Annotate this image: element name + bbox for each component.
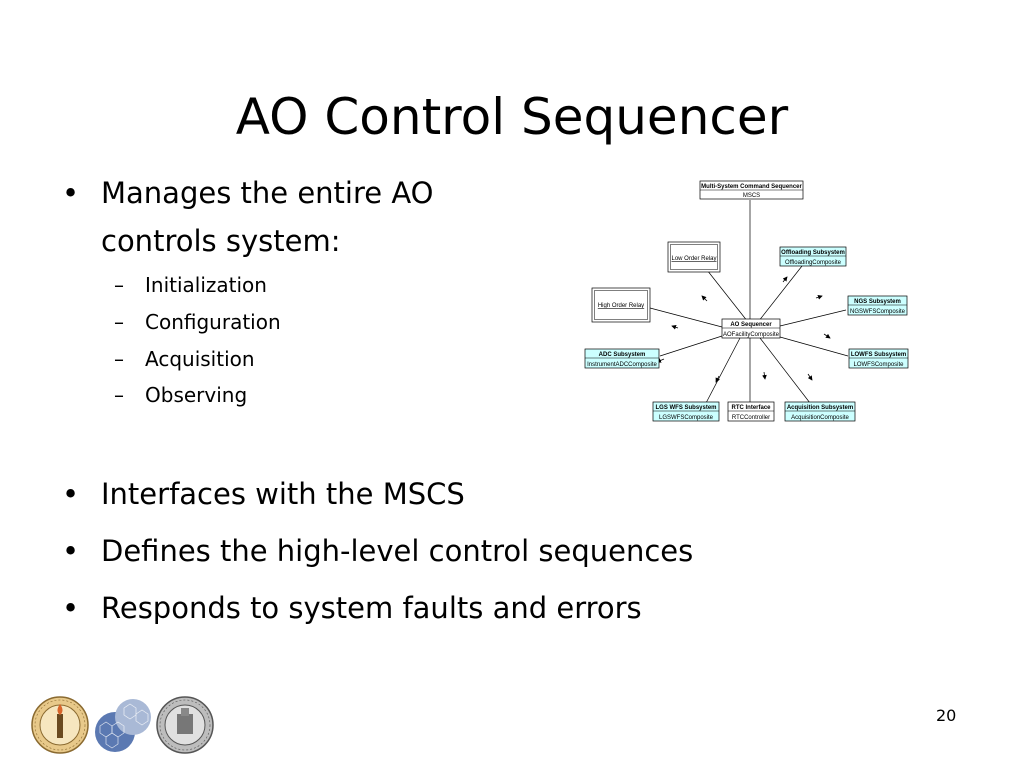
uc-seal-logo	[156, 696, 214, 754]
high-order-relay-box: High Order Relay	[591, 287, 651, 323]
caltech-seal-logo	[31, 696, 89, 754]
dash-glyph: –	[114, 310, 124, 334]
adc-box: ADC Subsystem InstrumentADCComposite	[584, 348, 660, 369]
ao-sequencer-box: AO Sequencer AOFacilityComposite	[721, 318, 781, 339]
rtc-subtitle: RTCController	[732, 415, 770, 421]
offloading-subtitle: OffloadingComposite	[785, 260, 842, 266]
connector-lowfs	[779, 336, 849, 357]
subbullet-text: Acquisition	[145, 347, 255, 371]
connector-low-order	[706, 269, 749, 323]
ngs-subtitle: NGSWFSComposite	[850, 309, 906, 315]
mscs-title: Multi-System Command Sequencer	[701, 184, 802, 190]
acquisition-box: Acquisition Subsystem AcquisitionComposi…	[784, 401, 856, 422]
arrow-icon	[701, 295, 708, 302]
subbullet-text: Observing	[145, 383, 248, 407]
connector-adc	[659, 335, 723, 357]
lgs-wfs-subtitle: LGSWFSComposite	[659, 415, 714, 421]
connector-ngs	[779, 309, 847, 327]
subbullet-text: Initialization	[145, 273, 267, 297]
footer-logos	[31, 696, 214, 754]
page-number: 20	[936, 706, 957, 725]
ao-sequencer-title: AO Sequencer	[730, 322, 772, 328]
subbullet-text: Configuration	[145, 310, 281, 334]
bullet-text: Responds to system faults and errors	[101, 591, 642, 625]
arrow-icon	[671, 324, 679, 330]
lowfs-title: LOWFS Subsystem	[851, 352, 906, 358]
bullet-text-line1: Manages the entire AO	[101, 176, 434, 210]
ao-sequencer-subtitle: AOFacilityComposite	[723, 332, 780, 338]
bullet-glyph: •	[62, 477, 80, 511]
arrow-icon	[807, 373, 813, 381]
arrow-icon	[815, 294, 823, 300]
high-order-relay-label: High Order Relay	[598, 303, 644, 309]
arrow-icon	[782, 276, 788, 283]
adc-title: ADC Subsystem	[599, 352, 646, 358]
rtc-title: RTC Interface	[731, 405, 771, 411]
tmt-mirror-logo	[95, 699, 151, 752]
connector-acquisition	[759, 337, 811, 404]
ao-architecture-diagram: Multi-System Command Sequencer MSCS Low …	[584, 180, 909, 422]
bullet-text: Interfaces with the MSCS	[101, 477, 465, 511]
dash-glyph: –	[114, 383, 124, 407]
acquisition-title: Acquisition Subsystem	[787, 405, 853, 411]
low-order-relay-label: Low Order Relay	[671, 256, 716, 262]
adc-subtitle: InstrumentADCComposite	[587, 362, 657, 368]
arrow-icon	[762, 371, 767, 380]
dash-glyph: –	[114, 347, 124, 371]
ngs-title: NGS Subsystem	[854, 299, 901, 305]
bullet-text-line2: controls system:	[101, 224, 341, 258]
arrow-icon	[715, 375, 720, 383]
mscs-box: Multi-System Command Sequencer MSCS	[699, 180, 804, 200]
mscs-subtitle: MSCS	[743, 193, 760, 199]
slide-title: AO Control Sequencer	[235, 88, 789, 146]
connector-lines	[649, 200, 849, 404]
low-order-relay-box: Low Order Relay	[667, 241, 721, 273]
lgs-wfs-box: LGS WFS Subsystem LGSWFSComposite	[652, 401, 720, 422]
direction-arrows	[656, 276, 831, 383]
ngs-box: NGS Subsystem NGSWFSComposite	[847, 295, 908, 316]
dash-glyph: –	[114, 273, 124, 297]
connector-offloading	[757, 265, 803, 323]
arrow-icon	[823, 333, 831, 339]
lowfs-subtitle: LOWFSComposite	[853, 362, 904, 368]
bullet-text: Defines the high-level control sequences	[101, 534, 694, 568]
bullet-glyph: •	[62, 534, 80, 568]
offloading-title: Offloading Subsystem	[781, 250, 845, 256]
acquisition-subtitle: AcquisitionComposite	[791, 415, 849, 421]
connector-high-order	[649, 307, 723, 328]
lowfs-box: LOWFS Subsystem LOWFSComposite	[848, 348, 909, 369]
lgs-wfs-title: LGS WFS Subsystem	[655, 405, 716, 411]
connector-lgs	[705, 337, 741, 404]
bullet-glyph: •	[62, 176, 80, 210]
rtc-interface-box: RTC Interface RTCController	[727, 401, 775, 422]
offloading-box: Offloading Subsystem OffloadingComposite	[779, 246, 847, 267]
bullet-glyph: •	[62, 591, 80, 625]
